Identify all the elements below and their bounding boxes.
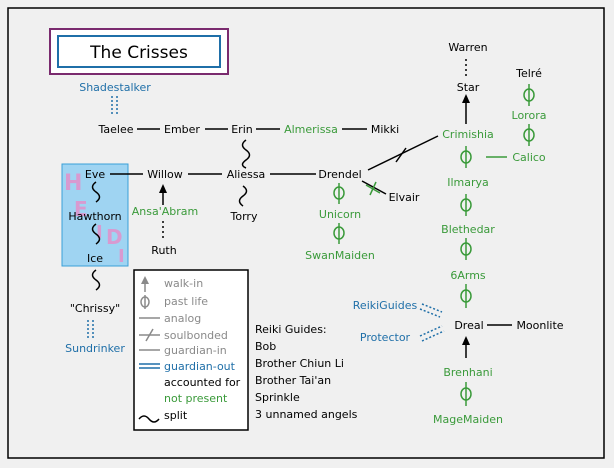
legend-analog: analog [139, 312, 201, 325]
node-torry: Torry [230, 210, 258, 223]
node-elvair: Elvair [389, 191, 420, 204]
node-brenhani: Brenhani [443, 366, 492, 379]
past-life-links [333, 84, 535, 406]
node-reikiguides: ReikiGuides [353, 299, 418, 312]
outer-frame [7, 7, 605, 459]
node-almerissa: Almerissa [284, 123, 338, 136]
reiki-guide-item: 3 unnamed angels [255, 408, 358, 421]
node-shadestalker: Shadestalker [79, 81, 151, 94]
legend: walk-in past life analog soulbonded guar… [133, 269, 249, 431]
node-aliessa: Aliessa [227, 168, 266, 181]
legend-guardian-in: guardian-in [139, 344, 227, 357]
node-hawthorn: Hawthorn [68, 210, 121, 223]
legend-guardian-out-label: guardian-out [164, 360, 236, 373]
reiki-guides-heading: Reiki Guides: [255, 323, 327, 336]
node-telre: Telré [515, 67, 542, 80]
legend-not-present-label: not present [164, 392, 228, 405]
node-protector: Protector [360, 331, 411, 344]
node-sixarms: 6Arms [450, 269, 486, 282]
legend-split: split [138, 409, 188, 423]
node-swanmaiden: SwanMaiden [305, 249, 375, 262]
legend-soulbonded-label: soulbonded [164, 329, 228, 342]
reiki-guide-item: Bob [255, 340, 276, 353]
node-moonlite: Moonlite [516, 319, 563, 332]
node-ruth: Ruth [151, 244, 176, 257]
reiki-guide-item: Brother Tai'an [255, 374, 331, 387]
heidi-highlight-box [61, 163, 129, 267]
node-chrissy: "Chrissy" [70, 302, 120, 315]
node-erin: Erin [231, 123, 253, 136]
legend-guardian-out: guardian-out [139, 360, 236, 373]
node-blethedar: Blethedar [441, 223, 495, 236]
title-box: The Crisses [49, 28, 229, 75]
node-ember: Ember [164, 123, 200, 136]
page-title: The Crisses [89, 43, 188, 63]
heidi-letter-i2: I [118, 246, 125, 267]
node-dreal: Dreal [454, 319, 483, 332]
node-sundrinker: Sundrinker [65, 342, 125, 355]
legend-accounted-label: accounted for [164, 376, 241, 389]
node-eve: Eve [85, 168, 105, 181]
legend-past-life: past life [140, 295, 208, 309]
node-unicorn: Unicorn [319, 208, 361, 221]
heidi-letter-d: D [106, 225, 123, 249]
guardian-out-links [87, 96, 445, 342]
legend-analog-label: analog [164, 312, 201, 325]
legend-split-label: split [164, 409, 188, 422]
heidi-letter-e: E [74, 197, 88, 221]
legend-past-life-label: past life [164, 295, 208, 308]
node-magemaiden: MageMaiden [433, 413, 503, 426]
node-ilmarya: Ilmarya [447, 176, 489, 189]
connectors [91, 59, 512, 358]
heidi-letters: H E I D I [64, 171, 125, 267]
legend-walk-in-label: walk-in [164, 277, 203, 290]
legend-soulbonded: soulbonded [139, 328, 228, 342]
node-drendel: Drendel [318, 168, 361, 181]
reiki-guide-item: Brother Chiun Li [255, 357, 344, 370]
node-calico: Calico [512, 151, 546, 164]
node-star: Star [457, 81, 480, 94]
node-lorora: Lorora [512, 109, 547, 122]
legend-guardian-in-label: guardian-in [164, 344, 227, 357]
reiki-guides-list: Reiki Guides: Bob Brother Chiun Li Broth… [255, 323, 358, 421]
node-mikki: Mikki [371, 123, 399, 136]
node-ansa-abram: Ansa'Abram [132, 205, 198, 218]
node-taelee: Taelee [98, 123, 134, 136]
heidi-letter-i1: I [96, 222, 103, 243]
heidi-letter-h: H [64, 171, 82, 196]
node-ice: Ice [87, 252, 103, 265]
node-crimishia: Crimishia [442, 128, 494, 141]
legend-walk-in: walk-in [141, 276, 203, 292]
green-connectors [365, 156, 507, 196]
node-willow: Willow [147, 168, 183, 181]
reiki-guide-item: Sprinkle [255, 391, 300, 404]
node-warren: Warren [448, 41, 487, 54]
node-labels: Shadestalker Taelee Ember Erin Almerissa… [65, 41, 564, 426]
